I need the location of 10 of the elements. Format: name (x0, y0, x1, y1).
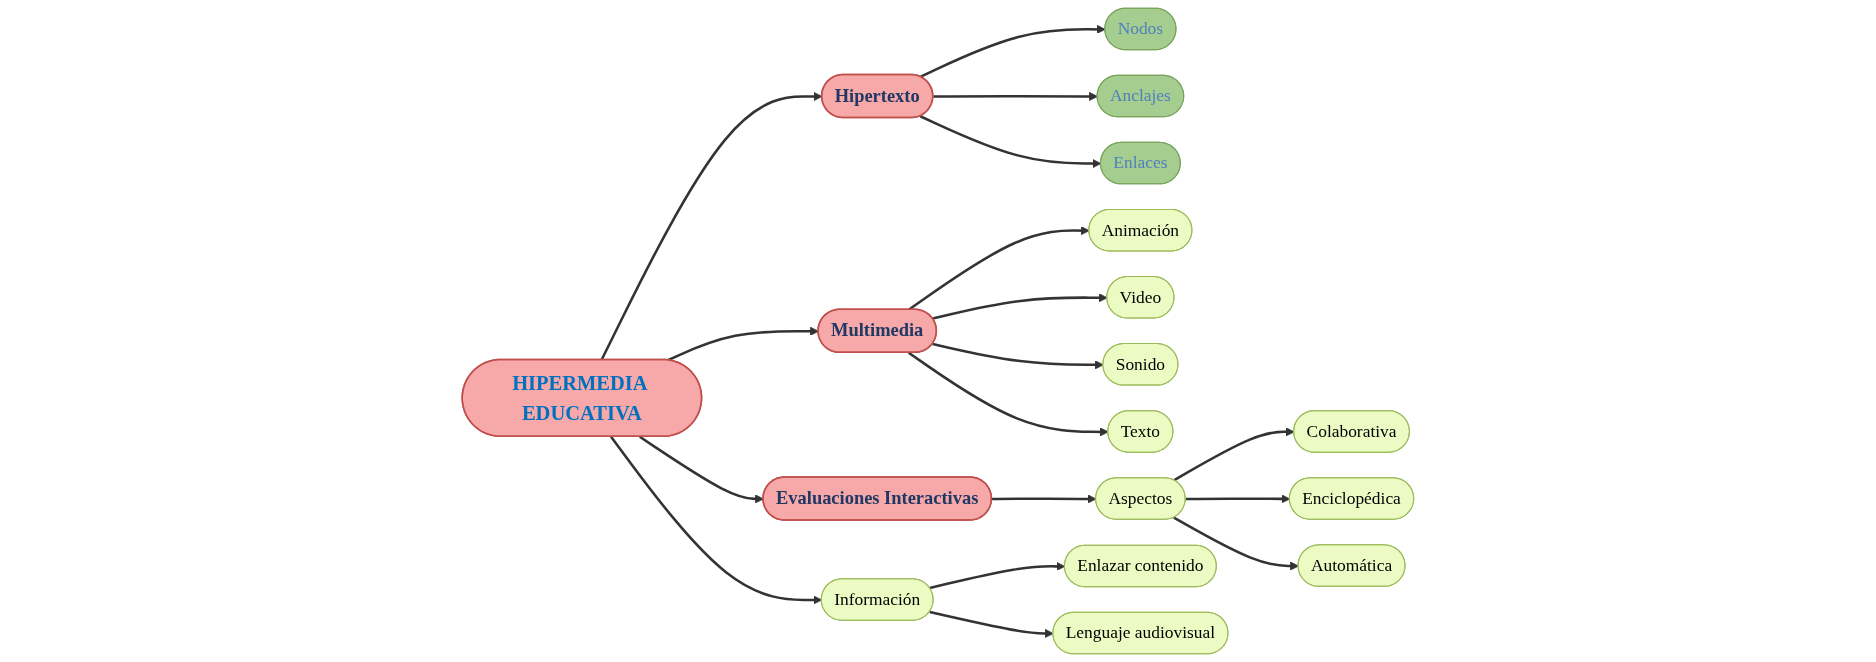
arrow (929, 610, 1054, 638)
arrow (919, 24, 1106, 78)
arrow (908, 351, 1109, 437)
arrow (1173, 427, 1295, 482)
arrow (639, 435, 764, 504)
arrow (667, 326, 819, 362)
arrow (932, 342, 1104, 370)
arrow (908, 226, 1090, 311)
arrow (933, 91, 1098, 101)
arrow (932, 293, 1108, 320)
